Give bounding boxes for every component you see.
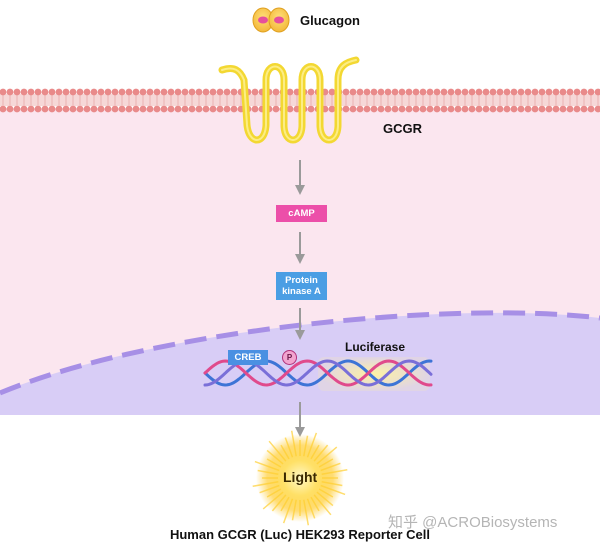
arrow-to-camp xyxy=(295,160,305,195)
light-burst xyxy=(252,430,348,526)
watermark: 知乎 @ACROBiosystems xyxy=(388,514,558,531)
luciferase-label: Luciferase xyxy=(345,340,406,354)
pka-label-line1: Protein xyxy=(285,275,318,286)
glucagon-label: Glucagon xyxy=(300,13,360,28)
pka-label-line2: kinase A xyxy=(282,286,321,297)
camp-box: cAMP xyxy=(276,205,327,222)
phosphate-badge: P xyxy=(282,350,297,365)
diagram-title: Human GCGR (Luc) HEK293 Reporter Cell xyxy=(169,527,431,542)
gcgr-label: GCGR xyxy=(383,121,422,136)
protein-kinase-a-box: Protein kinase A xyxy=(276,272,327,300)
creb-box: CREB xyxy=(228,350,268,365)
arrow-to-pka xyxy=(295,232,305,264)
light-label: Light xyxy=(283,469,318,485)
glucagon-molecule xyxy=(252,7,290,33)
arrow-to-creb xyxy=(295,308,305,340)
arrow-to-light xyxy=(295,402,305,437)
